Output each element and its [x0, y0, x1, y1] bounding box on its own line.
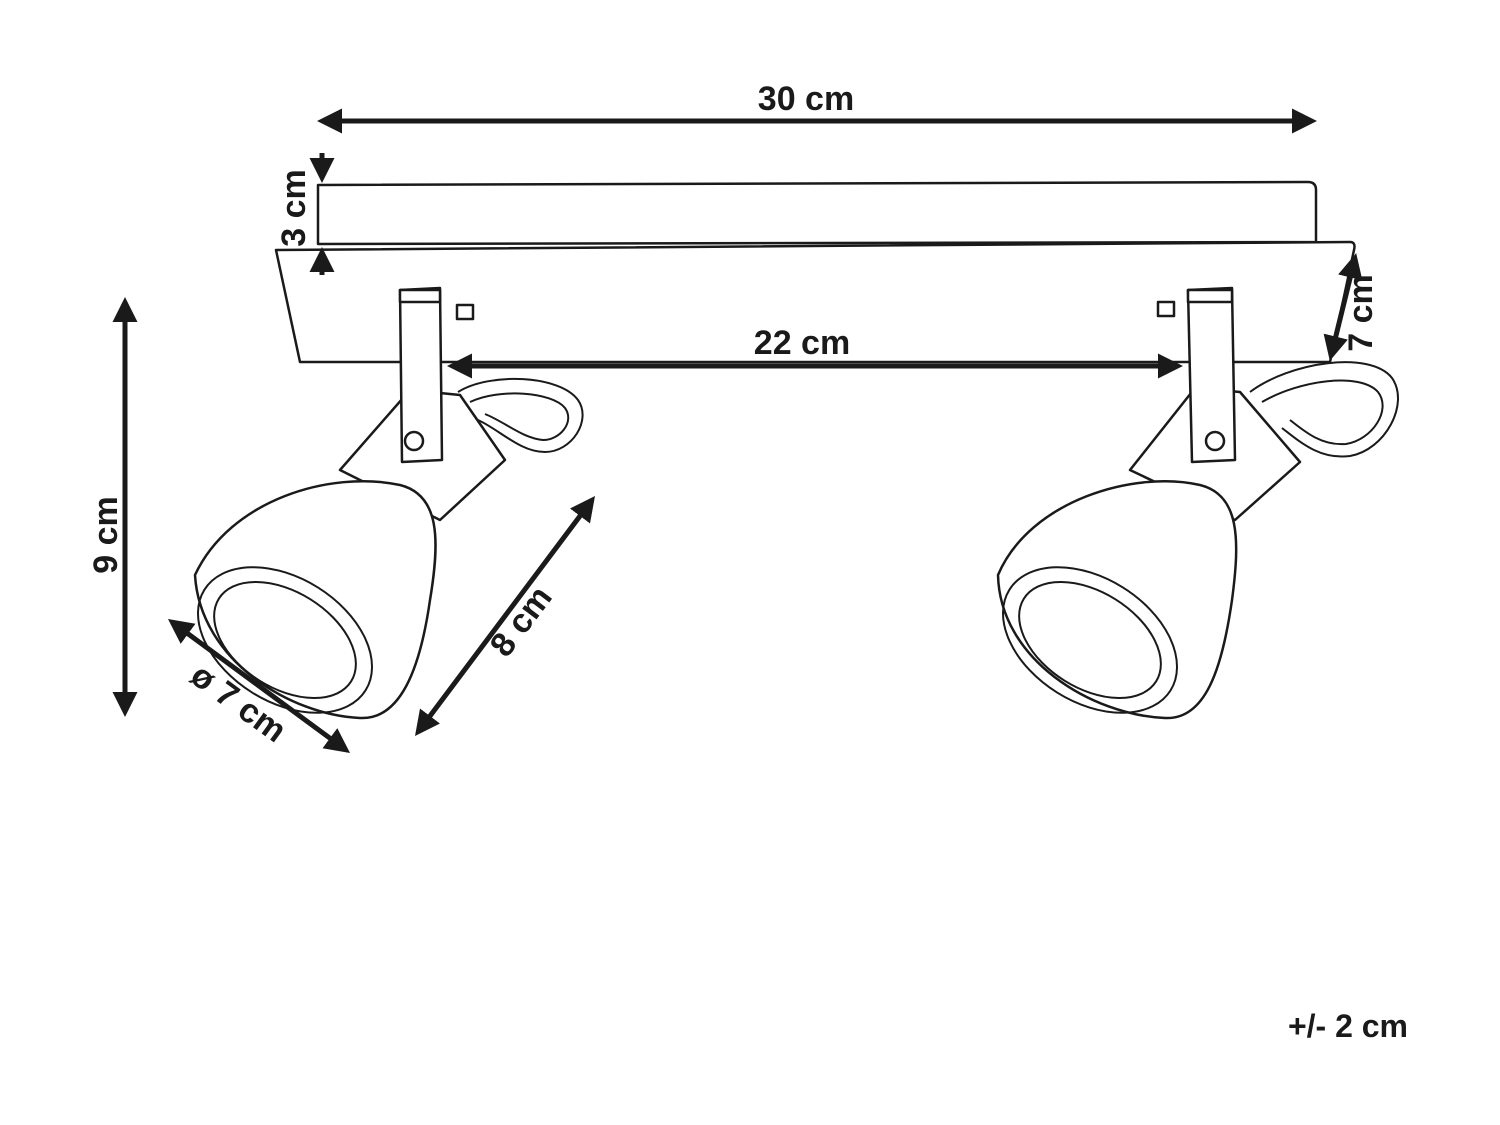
- tolerance-label: +/- 2 cm: [1288, 1008, 1408, 1044]
- spotlight-right: [996, 286, 1399, 720]
- depth-arrow: [1323, 253, 1363, 361]
- shade-length-label: 8 cm: [483, 579, 560, 664]
- total-height-label: 9 cm: [87, 496, 125, 574]
- width-label: 30 cm: [758, 80, 854, 118]
- shade-length-arrow: [415, 496, 595, 736]
- shade-diameter-arrow: [167, 619, 351, 753]
- base-height-label: 3 cm: [275, 169, 313, 247]
- spacing-label: 22 cm: [754, 324, 850, 362]
- depth-label: 7 cm: [1342, 274, 1380, 352]
